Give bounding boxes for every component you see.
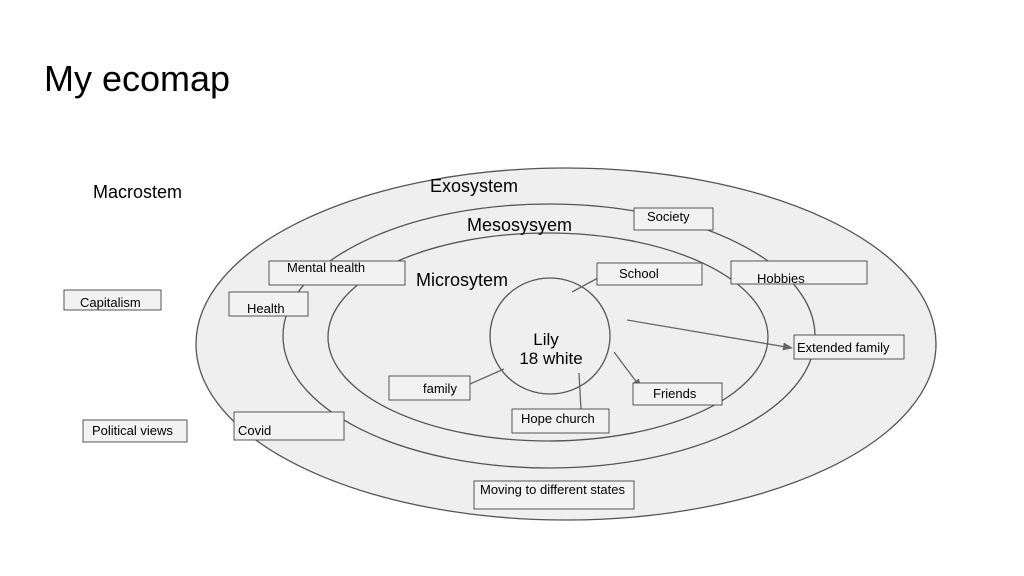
- page-title: My ecomap: [44, 58, 231, 99]
- mesosystem-label: Mesosysyem: [467, 215, 572, 235]
- family-link: [469, 368, 505, 385]
- node-mental-health-label: Mental health: [287, 260, 365, 275]
- node-political-views-label: Political views: [92, 423, 173, 438]
- friends-arrow: [613, 351, 642, 389]
- node-family: family: [388, 375, 471, 401]
- node-capitalism-label: Capitalism: [80, 295, 141, 310]
- node-friends-label: Friends: [653, 386, 697, 401]
- node-covid-label: Covid: [238, 423, 271, 438]
- exosystem-label: Exosystem: [430, 176, 518, 196]
- node-political-views: Political views: [82, 419, 188, 443]
- node-hobbies: Hobbies: [730, 260, 868, 286]
- center-person-circle: [489, 277, 611, 395]
- hope-church-link: [578, 372, 582, 411]
- node-hope-church: Hope church: [511, 408, 610, 434]
- node-friends: Friends: [632, 382, 723, 406]
- node-society: Society: [633, 207, 714, 231]
- node-covid: Covid: [233, 411, 345, 441]
- extended-family-arrow: [626, 319, 793, 351]
- node-extended-family: Extended family: [793, 334, 905, 360]
- node-mental-health: Mental health: [268, 260, 406, 286]
- node-capitalism: Capitalism: [63, 289, 162, 311]
- node-hobbies-label: Hobbies: [757, 271, 805, 286]
- node-hope-church-label: Hope church: [521, 411, 595, 426]
- node-health: Health: [228, 291, 309, 317]
- node-society-label: Society: [647, 209, 690, 224]
- macrosystem-label: Macrostem: [93, 182, 182, 202]
- node-family-label: family: [423, 381, 457, 396]
- node-school: School: [596, 262, 703, 286]
- node-moving: Moving to different states: [473, 480, 635, 510]
- node-school-label: School: [619, 266, 659, 281]
- center-person-detail: 18 white: [519, 349, 582, 368]
- node-moving-label: Moving to different states: [480, 482, 626, 497]
- center-person-name: Lily: [533, 330, 559, 349]
- node-health-label: Health: [247, 301, 285, 316]
- node-extended-family-label: Extended family: [797, 340, 890, 355]
- microsystem-label: Microsytem: [416, 270, 508, 290]
